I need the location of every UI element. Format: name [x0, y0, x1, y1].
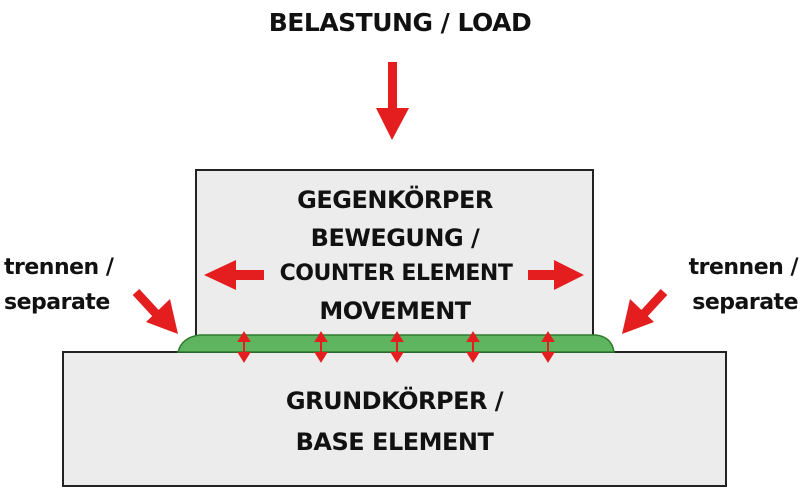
base-element-line1: GRUNDKÖRPER / [285, 387, 504, 415]
load-arrow-icon [376, 62, 409, 140]
separate-left-line2: separate [4, 290, 110, 315]
separate-left-line1: trennen / [4, 255, 114, 280]
counter-element-line1: GEGENKÖRPER [297, 186, 493, 214]
separation-double-arrows [237, 331, 555, 363]
double-arrow-icon [237, 331, 251, 363]
double-arrow-icon [466, 331, 480, 363]
counter-element-line2: BEWEGUNG / [310, 224, 480, 252]
movement-right-arrow-icon [528, 260, 584, 290]
separate-right-arrow-icon [622, 288, 668, 334]
movement-left-arrow-icon [204, 260, 264, 290]
base-element-line2: BASE ELEMENT [295, 428, 494, 456]
load-label: BELASTUNG / LOAD [268, 8, 532, 37]
double-arrow-icon [314, 331, 328, 363]
counter-element-line4: MOVEMENT [319, 297, 471, 325]
double-arrow-icon [390, 331, 404, 363]
separate-left-arrow-icon [132, 288, 178, 334]
separate-right-line2: separate [692, 290, 798, 315]
counter-element-line3: COUNTER ELEMENT [279, 261, 513, 286]
separate-right-line1: trennen / [688, 255, 799, 280]
base-element-box [62, 351, 727, 487]
double-arrow-icon [541, 331, 555, 363]
